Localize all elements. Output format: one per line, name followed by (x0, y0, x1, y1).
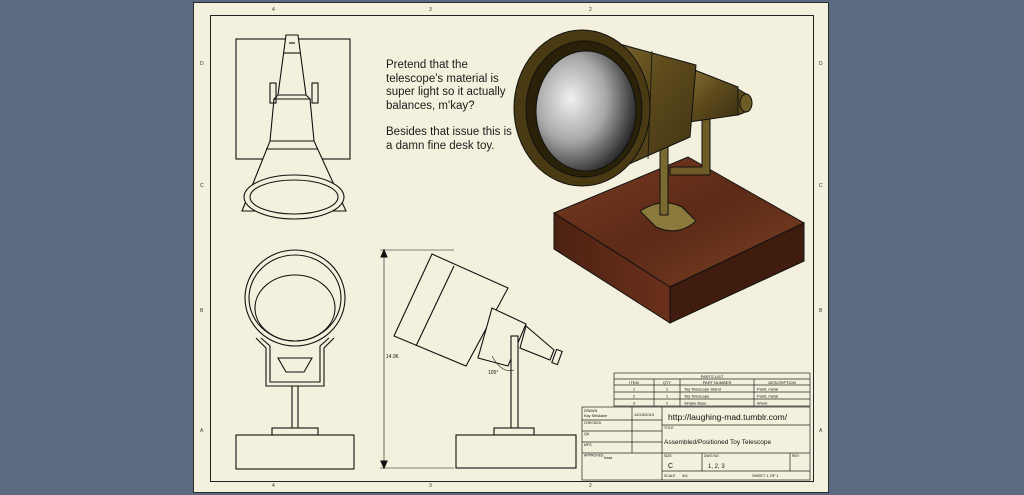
parts-header-qty: QTY (663, 380, 672, 385)
zone-left-B: B (200, 308, 204, 314)
top-view (235, 34, 351, 220)
zone-bottom-2: 2 (589, 483, 592, 489)
zone-left-D: D (200, 61, 204, 67)
zone-top-4: 4 (272, 7, 275, 13)
drawn-label: DRAWN (584, 409, 598, 413)
note-line-2: Besides that issue this is a damn fine d… (386, 126, 512, 152)
zone-right-B: B (819, 308, 823, 314)
parts-row-3-part: Simple Base (684, 401, 707, 406)
parts-row-1-item: 1 (633, 387, 636, 392)
mfg-label: MFG (584, 443, 592, 447)
rev-label: REV (792, 454, 800, 458)
drawing-sheet: 4 3 2 4 3 2 D C B A D C B A Pretend that… (193, 2, 829, 493)
height-dimension: 14.96 (386, 354, 399, 360)
note-line-1: Pretend that the telescope's material is… (386, 59, 506, 112)
parts-list-table: PARTS LIST ITEM QTY PART NUMBER DESCRIPT… (613, 372, 811, 407)
zone-right-D: D (819, 61, 823, 67)
author-url: http://laughing-mad.tumblr.com/ (668, 412, 788, 422)
approved-label: APPROVED (584, 454, 604, 458)
checked-label: CHECKED (584, 421, 602, 425)
drawing-title: Assembled/Positioned Toy Telescope (664, 439, 771, 446)
parts-row-2-qty: 1 (666, 394, 669, 399)
parts-row-3-desc: Wood (757, 401, 767, 406)
parts-row-3-item: 3 (633, 401, 636, 406)
side-view: 14.96 105° (380, 248, 577, 470)
scale-value: 3/4 (682, 473, 688, 478)
zone-right-A: A (819, 428, 823, 434)
parts-row-2-desc: Paint, metal (757, 394, 778, 399)
scale-label: SCALE (664, 474, 676, 478)
parts-row-1-qty: 1 (666, 387, 669, 392)
sheet-size: C (668, 463, 673, 470)
parts-header-item: ITEM (629, 380, 639, 385)
parts-row-1-part: Toy Telescope Stand (684, 387, 721, 392)
approved-value: Insta (604, 456, 613, 460)
drawing-border (210, 15, 814, 482)
title-block: DRAWN Kay Shiskane 12/23/2013 CHECKED QA… (581, 406, 811, 481)
sheet-number: SHEET 1 OF 1 (752, 473, 779, 478)
qa-label: QA (584, 432, 590, 436)
zone-top-3: 3 (429, 7, 432, 13)
dwg-no: 1, 2, 3 (708, 464, 725, 470)
isometric-render (513, 29, 806, 324)
zone-left-C: C (200, 183, 204, 189)
dwg-no-label: DWG NO (704, 454, 719, 458)
parts-row-2-part: Toy Telescope (684, 394, 710, 399)
title-label: TITLE (664, 426, 674, 430)
front-view (235, 249, 355, 470)
zone-bottom-4: 4 (272, 483, 275, 489)
size-label: SIZE (664, 454, 672, 458)
designer-note: Pretend that the telescope's material is… (386, 59, 516, 166)
zone-top-2: 2 (589, 7, 592, 13)
angle-dimension: 105° (488, 370, 498, 376)
parts-row-2-item: 2 (633, 394, 636, 399)
parts-row-3-qty: 1 (666, 401, 669, 406)
zone-bottom-3: 3 (429, 483, 432, 489)
drawn-date: 12/23/2013 (634, 412, 655, 417)
parts-row-1-desc: Paint, metal (757, 387, 778, 392)
drawn-name: Kay Shiskane (584, 414, 607, 418)
zone-right-C: C (819, 183, 823, 189)
parts-header-description: DESCRIPTION (768, 380, 795, 385)
zone-left-A: A (200, 428, 204, 434)
parts-list-title: PARTS LIST (701, 374, 724, 379)
parts-header-part-number: PART NUMBER (703, 380, 732, 385)
